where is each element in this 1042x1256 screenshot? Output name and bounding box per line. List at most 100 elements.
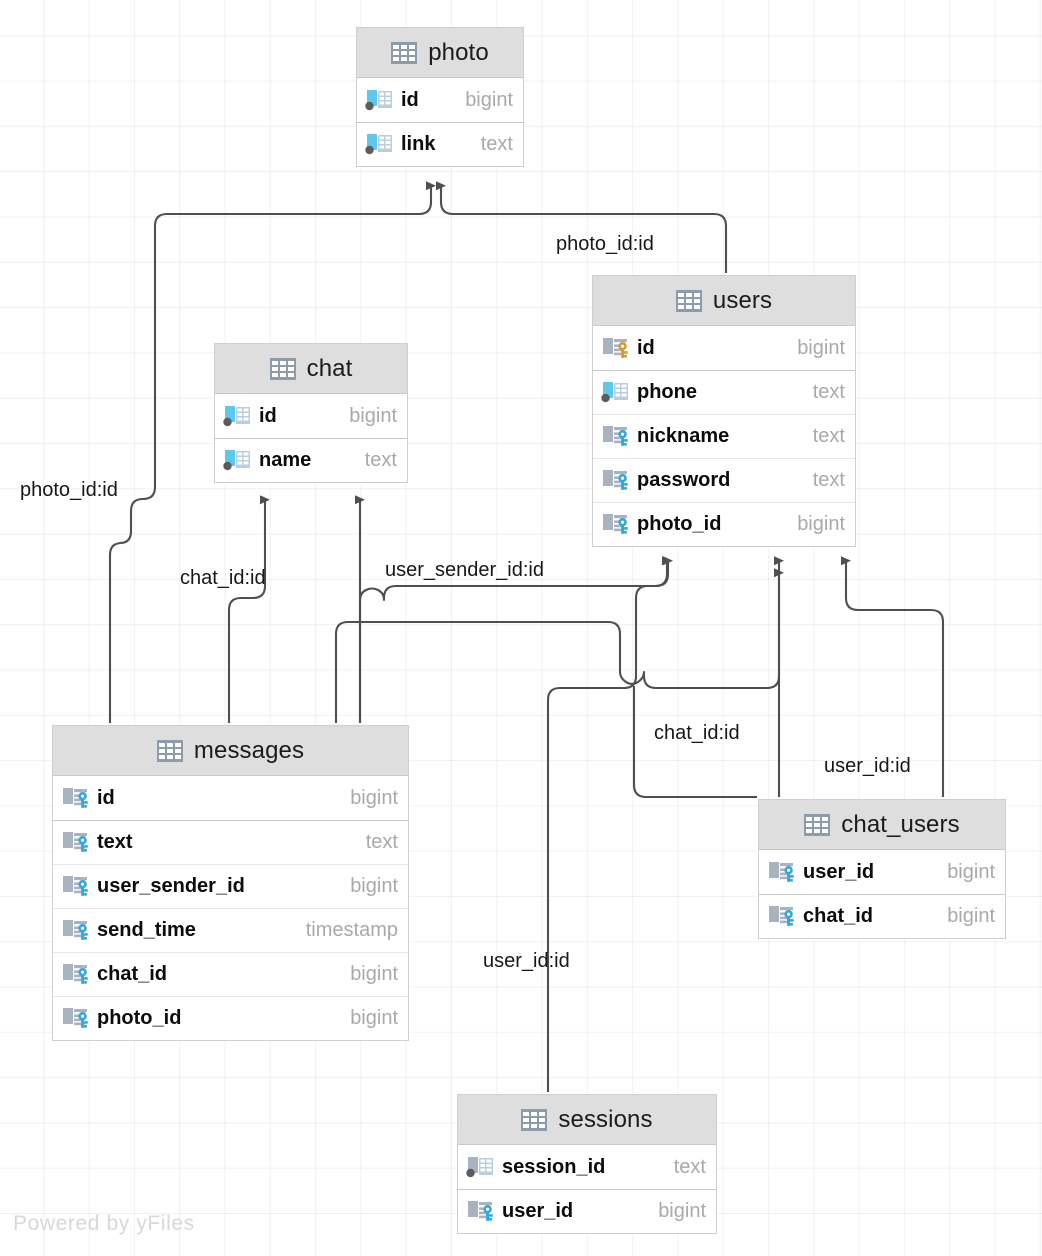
column-type: text (812, 469, 845, 491)
table-header-chat_users[interactable]: chat_users (759, 800, 1005, 850)
table-title: users (712, 286, 773, 314)
table-row[interactable]: id bigint (215, 394, 407, 438)
table-title: chat_users (841, 810, 960, 838)
table-icon (391, 41, 418, 64)
foreign-key-icon (63, 920, 88, 940)
table-icon (804, 813, 831, 836)
table-header-users[interactable]: users (593, 276, 855, 326)
edge-label-sessions-users: user_id:id (483, 950, 570, 972)
table-header-sessions[interactable]: sessions (458, 1095, 716, 1145)
edge-messages-users-password (334, 568, 784, 723)
column-name: link (401, 133, 436, 155)
column-gray-icon (466, 1156, 493, 1177)
foreign-key-icon (468, 1201, 493, 1221)
column-type: bigint (797, 336, 845, 359)
table-row[interactable]: id bigint (53, 776, 408, 820)
column-type: bigint (350, 786, 398, 809)
column-blue-icon (223, 450, 250, 471)
column-name: id (97, 786, 115, 809)
column-blue-icon (365, 89, 392, 110)
column-name: photo_id (637, 513, 722, 535)
table-row[interactable]: photo_id bigint (593, 502, 855, 546)
table-icon (156, 739, 183, 762)
column-type: bigint (797, 513, 845, 535)
table-row[interactable]: user_id bigint (458, 1189, 716, 1233)
table-header-chat[interactable]: chat (215, 344, 407, 394)
table-row[interactable]: user_id bigint (759, 850, 1005, 894)
foreign-key-icon (603, 426, 628, 446)
foreign-key-icon (63, 964, 88, 984)
column-name: name (259, 449, 312, 471)
column-type: text (365, 831, 398, 853)
column-name: user_sender_id (97, 875, 245, 897)
column-type: bigint (350, 963, 398, 985)
column-type: bigint (947, 905, 995, 927)
table-header-messages[interactable]: messages (53, 726, 408, 776)
primary-key-icon (603, 337, 628, 358)
column-name: password (637, 469, 731, 491)
table-row[interactable]: name text (215, 438, 407, 482)
table-node-users[interactable]: users id bigint (592, 275, 856, 547)
table-row[interactable]: password text (593, 458, 855, 502)
column-blue-icon (223, 405, 250, 426)
column-name: chat_id (803, 905, 874, 927)
column-name: user_id (502, 1200, 574, 1222)
column-name: user_id (803, 860, 875, 883)
foreign-key-icon (603, 514, 628, 534)
table-node-messages[interactable]: messages id bigint (52, 725, 409, 1041)
column-type: text (812, 425, 845, 447)
column-type: timestamp (305, 919, 398, 941)
column-name: id (637, 336, 655, 359)
table-row[interactable]: id bigint (357, 78, 523, 122)
column-name: text (97, 831, 133, 853)
table-row[interactable]: id bigint (593, 326, 855, 370)
column-name: phone (637, 381, 697, 403)
table-row[interactable]: text text (53, 820, 408, 864)
foreign-key-icon (603, 470, 628, 490)
foreign-key-icon (63, 876, 88, 896)
edge-messages-chat (227, 495, 270, 723)
table-row[interactable]: photo_id bigint (53, 996, 408, 1040)
table-icon (521, 1108, 548, 1131)
column-name: nickname (637, 425, 730, 447)
column-type: text (480, 133, 513, 155)
table-icon (269, 357, 296, 380)
foreign-key-icon (63, 1008, 88, 1028)
column-type: bigint (947, 860, 995, 883)
edge-users-photo (436, 181, 728, 273)
column-name: photo_id (97, 1007, 182, 1029)
foreign-key-icon (63, 787, 88, 808)
foreign-key-icon (769, 906, 794, 926)
table-title: chat (306, 354, 353, 382)
foreign-key-icon (769, 861, 794, 882)
column-type: text (364, 449, 397, 471)
column-type: text (812, 381, 845, 403)
table-title: sessions (558, 1105, 653, 1133)
table-icon (675, 289, 702, 312)
column-type: bigint (350, 1007, 398, 1029)
column-name: id (401, 88, 419, 111)
table-title: messages (193, 736, 305, 764)
table-row[interactable]: phone text (593, 370, 855, 414)
column-type: bigint (658, 1200, 706, 1222)
table-row[interactable]: nickname text (593, 414, 855, 458)
table-row[interactable]: link text (357, 122, 523, 166)
edge-sessions-users-final (546, 556, 673, 1092)
column-type: text (673, 1155, 706, 1178)
column-type: bigint (349, 404, 397, 427)
column-type: bigint (465, 88, 513, 111)
edge-label-messages-users-sender: user_sender_id:id (385, 559, 544, 581)
column-blue-icon (365, 134, 392, 155)
table-row[interactable]: chat_id bigint (759, 894, 1005, 938)
column-name: id (259, 404, 277, 427)
table-header-photo[interactable]: photo (357, 28, 523, 78)
